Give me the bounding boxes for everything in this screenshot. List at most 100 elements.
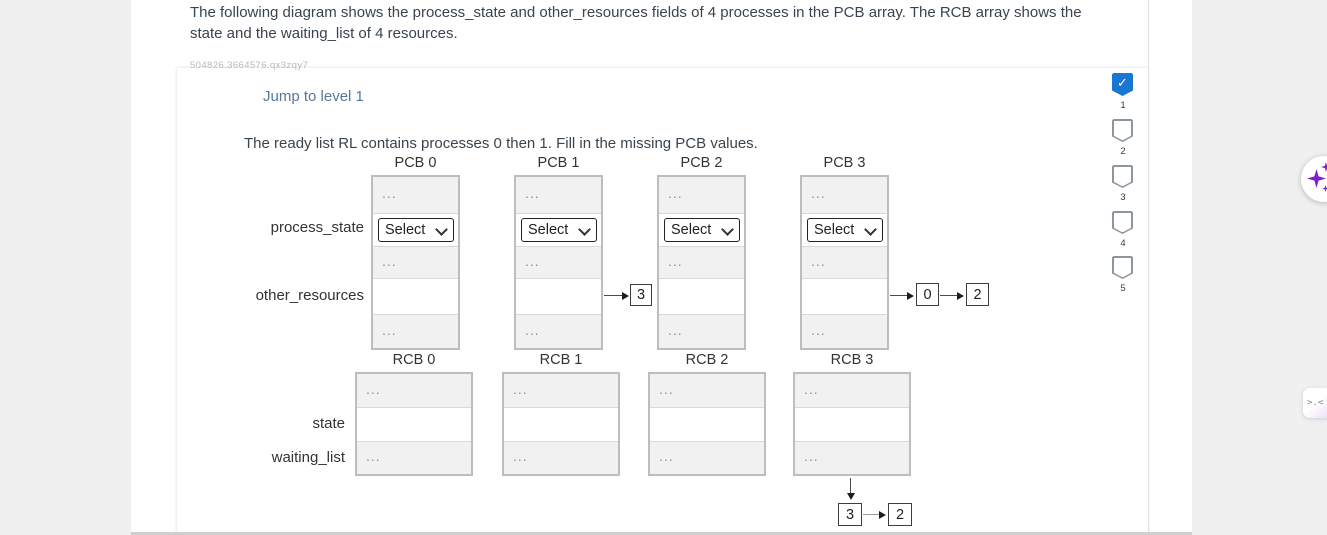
rcb-0-row-top: ... [357,374,471,407]
ellipsis: ... [513,448,528,465]
code-widget-button[interactable]: >.< [1303,388,1327,418]
pcb-2-select-wrap: Select [664,218,740,242]
rcb-3-table: ... ... [793,372,911,476]
pcb-3-title: PCB 3 [823,155,866,171]
pcb-2-title: PCB 2 [680,155,723,171]
pcb-3-resource-node-2: 2 [966,283,989,306]
pcb-3-row-top: ... [802,177,887,213]
pcb-0-other-resources-cell [373,278,458,314]
panel-divider [1148,0,1149,535]
ellipsis: ... [811,185,826,202]
level-number: 3 [1120,192,1126,203]
level-marker-2[interactable]: 2 [1112,119,1134,157]
ellipsis: ... [668,252,683,269]
level-marker-5[interactable]: 5 [1112,256,1134,294]
assistant-button[interactable] [1301,156,1327,202]
rcb-3-waiting-node-1: 3 [838,503,862,526]
rcb-2: RCB 2 ... ... [648,352,766,476]
rcb-1-state-cell [504,407,618,441]
level-number: 1 [1120,100,1126,111]
pcb-0: PCB 0 ... Select ... ... [371,155,460,350]
ellipsis: ... [659,380,674,397]
pcb-2-other-resources-cell [659,278,744,314]
pcb-2-process-state-cell: Select [659,213,744,246]
pcb-1-select-wrap: Select [521,218,597,242]
jump-to-level-link[interactable]: Jump to level 1 [263,88,364,105]
pcb-1-row-bottom: ... [516,314,601,348]
ellipsis: ... [668,185,683,202]
pcb-0-select-wrap: Select [378,218,454,242]
ellipsis: ... [525,185,540,202]
label-waiting-list: waiting_list [271,449,345,466]
pcb-3-row-bottom: ... [802,314,887,348]
pcb-2-row-bottom: ... [659,314,744,348]
pcb-2-process-state-select[interactable]: Select [664,218,740,242]
ellipsis: ... [659,448,674,465]
ellipsis: ... [382,321,397,338]
level-number: 4 [1120,238,1126,249]
ellipsis: ... [366,380,381,397]
arrow-line [863,514,880,515]
pcb-0-process-state-select[interactable]: Select [378,218,454,242]
pcb-0-process-state-cell: Select [373,213,458,246]
rcb-3-state-cell [795,407,909,441]
pcb-0-table: ... Select ... ... [371,175,460,350]
label-state: state [312,415,345,432]
pcb-1-resource-node: 3 [630,284,652,306]
pcb-3-other-resources-cell [802,278,887,314]
shield-icon [1112,165,1133,188]
rcb-1-waiting-list-cell: ... [504,441,618,474]
rcb-2-waiting-list-cell: ... [650,441,764,474]
pcb-3-select-wrap: Select [807,218,883,242]
pcb-2-row-top: ... [659,177,744,213]
ellipsis: ... [804,380,819,397]
ellipsis: ... [804,448,819,465]
arrow-right-icon [907,291,914,300]
arrow-right-icon [879,510,886,519]
rcb-3-row-top: ... [795,374,909,407]
arrow-line [604,295,624,296]
pcb-2-table: ... Select ... ... [657,175,746,350]
ellipsis: ... [811,252,826,269]
shield-icon [1112,256,1133,279]
pcb-3: PCB 3 ... Select ... ... [800,155,889,350]
rcb-0-table: ... ... [355,372,473,476]
sparkles-icon [1321,162,1327,172]
rcb-2-state-cell [650,407,764,441]
pcb-1-table: ... Select ... ... [514,175,603,350]
code-icon: >.< [1307,398,1324,408]
rcb-2-title: RCB 2 [685,352,729,368]
check-icon: ✓ [1117,75,1128,90]
pcb-0-row-mid: ... [373,246,458,278]
rcb-0-waiting-list-cell: ... [357,441,471,474]
arrow-right-icon [622,291,629,300]
level-marker-1[interactable]: ✓ 1 [1112,73,1134,111]
pcb-3-process-state-select[interactable]: Select [807,218,883,242]
ellipsis: ... [513,380,528,397]
activity-id: 504826.3664576.qx3zqy7 [190,60,309,71]
pcb-3-table: ... Select ... ... [800,175,889,350]
level-marker-4[interactable]: 4 [1112,211,1134,249]
pcb-3-resource-node-1: 0 [916,283,939,306]
rcb-0-state-cell [357,407,471,441]
rcb-1: RCB 1 ... ... [502,352,620,476]
pcb-1-other-resources-cell [516,278,601,314]
pcb-3-process-state-cell: Select [802,213,887,246]
ellipsis: ... [668,321,683,338]
shield-icon [1112,211,1133,234]
rcb-3-title: RCB 3 [830,352,874,368]
ellipsis: ... [525,252,540,269]
next-section-edge [131,532,1192,535]
pcb-1-process-state-select[interactable]: Select [521,218,597,242]
label-other-resources: other_resources [255,287,364,304]
shield-icon [1112,119,1133,142]
level-marker-3[interactable]: 3 [1112,165,1134,203]
pcb-2-row-mid: ... [659,246,744,278]
rcb-3-waiting-list-cell: ... [795,441,909,474]
pcb-1-process-state-cell: Select [516,213,601,246]
rcb-1-title: RCB 1 [539,352,583,368]
pcb-1: PCB 1 ... Select ... ... [514,155,603,350]
intro-text: The following diagram shows the process_… [190,4,1082,42]
pcb-1-row-mid: ... [516,246,601,278]
rcb-3: RCB 3 ... ... [793,352,911,476]
